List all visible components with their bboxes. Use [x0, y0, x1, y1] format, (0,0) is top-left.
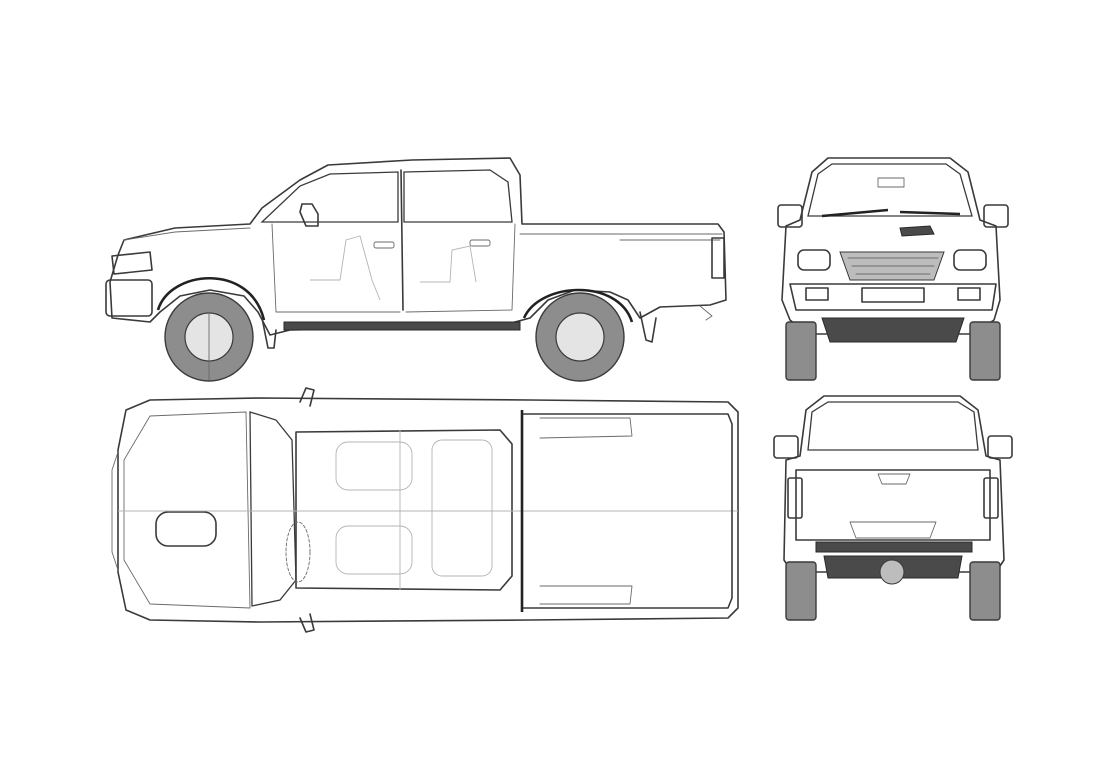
windshield: [807, 163, 973, 217]
side-view: [105, 157, 727, 382]
rear-door-handle: [469, 239, 491, 247]
front-door-handle: [373, 241, 395, 249]
side-mirror: [299, 203, 319, 227]
tailgate: [795, 469, 991, 541]
bed-inner: [539, 417, 633, 605]
front-body-outline: [781, 157, 1001, 335]
top-front-left-seat: [335, 441, 413, 491]
rear-view: [773, 395, 1013, 621]
right-mirror: [983, 204, 1009, 228]
side-rear-window: [403, 169, 513, 223]
rear-right-mirror: [987, 435, 1013, 459]
steering-wheel: [285, 521, 311, 583]
front-left-headlight: [797, 249, 831, 271]
top-body-outline: [117, 397, 739, 623]
front-license-plate: [861, 287, 925, 303]
skid-plate: [821, 317, 965, 343]
rear-hitch: [699, 305, 713, 321]
rear-license-recess: [849, 521, 937, 539]
side-bumper: [105, 279, 153, 317]
sun-visor-strip: [877, 177, 905, 188]
side-front-window: [260, 171, 399, 223]
roof-top: [295, 429, 513, 591]
front-right-headlight: [953, 249, 987, 271]
front-door-seam: [271, 223, 401, 313]
top-view: [111, 387, 739, 633]
top-rear-seat: [431, 439, 493, 577]
front-bumper: [789, 283, 997, 311]
differential: [879, 559, 905, 585]
top-windshield: [249, 411, 297, 607]
left-mirror: [777, 204, 803, 228]
front-mud-flap: [261, 317, 277, 349]
top-right-mirror: [299, 613, 315, 633]
top-front-right-seat: [335, 525, 413, 575]
hood-scoop-top: [155, 511, 217, 547]
b-pillar: [400, 169, 404, 311]
rear-view-right-tire: [969, 561, 1001, 621]
grille-mesh: [847, 257, 939, 275]
side-step: [283, 321, 521, 331]
front-view-right-tire: [969, 321, 1001, 381]
hood-line: [123, 227, 251, 241]
front-view-left-tire: [785, 321, 817, 381]
front-left-fog-light: [805, 287, 829, 301]
rear-bumper: [815, 541, 973, 553]
top-front-bumper: [111, 451, 119, 571]
tail-light-side: [711, 237, 725, 279]
front-right-fog-light: [957, 287, 981, 301]
side-front-seat: [310, 235, 381, 301]
front-wheel-arch: [156, 276, 266, 321]
rear-wheel-rim: [555, 312, 605, 362]
rear-left-mirror: [773, 435, 799, 459]
rear-mud-flap: [639, 311, 657, 343]
side-rear-seat: [420, 245, 477, 283]
side-headlight: [111, 251, 153, 275]
side-body-outline: [109, 157, 727, 336]
rear-window: [807, 401, 979, 451]
hood-scoop: [899, 225, 935, 237]
top-left-mirror: [299, 387, 315, 407]
rear-left-tail-light: [787, 477, 803, 519]
front-view: [777, 157, 1009, 381]
rear-view-left-tire: [785, 561, 817, 621]
rear-body-outline: [783, 395, 1005, 573]
wiper: [821, 208, 961, 218]
tailgate-handle: [877, 473, 911, 485]
rear-right-tail-light: [983, 477, 999, 519]
hood-top: [123, 411, 251, 609]
rear-wheel-arch: [522, 288, 634, 323]
rear-door-seam: [405, 223, 516, 313]
